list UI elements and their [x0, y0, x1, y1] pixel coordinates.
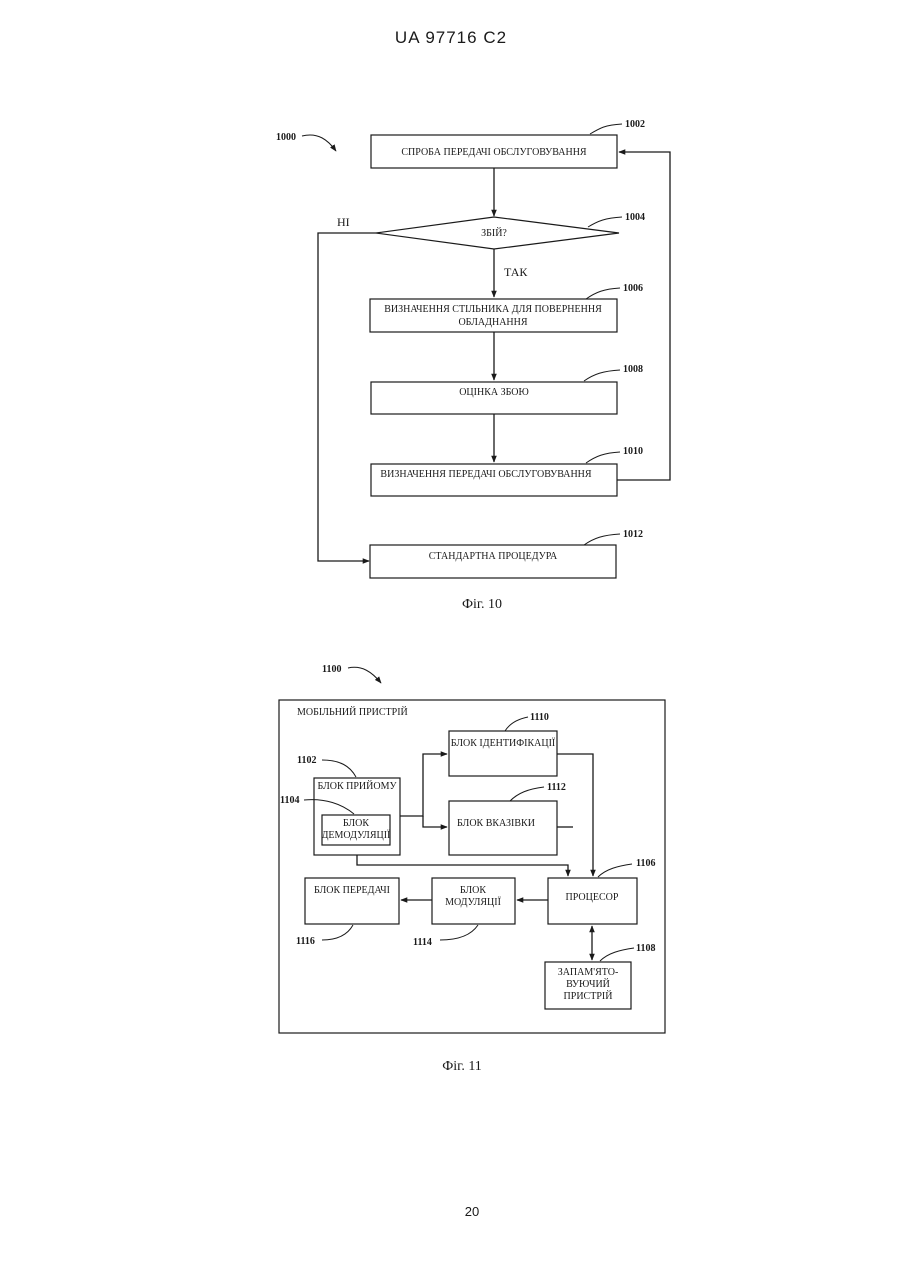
- figure-10-flowchart: 1000 СПРОБА ПЕРЕДАЧІ ОБСЛУГОВУВАННЯ 1002…: [276, 119, 670, 612]
- ref-1006: 1006: [623, 283, 643, 294]
- svg-text:БЛОК ВКАЗІВКИ: БЛОК ВКАЗІВКИ: [457, 818, 535, 829]
- block-modulation: БЛОК МОДУЛЯЦІЇ: [432, 878, 515, 924]
- svg-text:ЗБІЙ?: ЗБІЙ?: [481, 227, 507, 239]
- figure-11-caption: Фіг. 11: [442, 1059, 482, 1074]
- ref-1008: 1008: [623, 364, 643, 375]
- svg-text:ПРОЦЕСОР: ПРОЦЕСОР: [566, 892, 619, 903]
- svg-text:СПРОБА ПЕРЕДАЧІ ОБСЛУГОВУВАННЯ: СПРОБА ПЕРЕДАЧІ ОБСЛУГОВУВАННЯ: [401, 147, 587, 158]
- ref-1112: 1112: [547, 782, 566, 793]
- flow-box-handover-attempt: СПРОБА ПЕРЕДАЧІ ОБСЛУГОВУВАННЯ: [371, 135, 617, 168]
- block-indication: БЛОК ВКАЗІВКИ: [449, 801, 557, 855]
- svg-text:ПРИСТРІЙ: ПРИСТРІЙ: [564, 990, 613, 1002]
- flow-box-handover-determination: ВИЗНАЧЕННЯ ПЕРЕДАЧІ ОБСЛУГОВУВАННЯ: [371, 464, 617, 496]
- flow-box-standard-procedure: СТАНДАРТНА ПРОЦЕДУРА: [370, 545, 616, 578]
- svg-text:БЛОК: БЛОК: [343, 818, 369, 829]
- figure-10-caption: Фіг. 10: [462, 597, 502, 612]
- flow-decision-failure: ЗБІЙ?: [376, 217, 619, 249]
- svg-text:ОБЛАДНАННЯ: ОБЛАДНАННЯ: [458, 317, 527, 328]
- ref-1000: 1000: [276, 132, 296, 143]
- svg-text:МОДУЛЯЦІЇ: МОДУЛЯЦІЇ: [445, 896, 502, 908]
- svg-text:БЛОК ПЕРЕДАЧІ: БЛОК ПЕРЕДАЧІ: [314, 885, 390, 896]
- svg-text:ОЦІНКА ЗБОЮ: ОЦІНКА ЗБОЮ: [459, 387, 529, 398]
- ref-1010: 1010: [623, 446, 643, 457]
- svg-text:ЗАПАМ'ЯТО-: ЗАПАМ'ЯТО-: [558, 967, 619, 978]
- svg-text:БЛОК ІДЕНТИФІКАЦІЇ: БЛОК ІДЕНТИФІКАЦІЇ: [451, 737, 556, 749]
- label-yes: ТАК: [504, 265, 528, 279]
- ref-1100: 1100: [322, 664, 341, 675]
- block-processor: ПРОЦЕСОР: [548, 878, 637, 924]
- ref-1012: 1012: [623, 529, 643, 540]
- flow-box-failure-estimate: ОЦІНКА ЗБОЮ: [371, 382, 617, 414]
- svg-text:ВИЗНАЧЕННЯ СТІЛЬНИКА ДЛЯ ПОВЕР: ВИЗНАЧЕННЯ СТІЛЬНИКА ДЛЯ ПОВЕРНЕННЯ: [384, 304, 602, 315]
- ref-1002: 1002: [625, 119, 645, 130]
- mobile-device-label: МОБІЛЬНИЙ ПРИСТРІЙ: [297, 706, 408, 718]
- svg-text:БЛОК ПРИЙОМУ: БЛОК ПРИЙОМУ: [317, 780, 397, 792]
- ref-1104: 1104: [280, 795, 299, 806]
- ref-1108: 1108: [636, 943, 655, 954]
- flow-box-return-cell: ВИЗНАЧЕННЯ СТІЛЬНИКА ДЛЯ ПОВЕРНЕННЯ ОБЛА…: [370, 299, 617, 332]
- svg-text:ВУЮЧИЙ: ВУЮЧИЙ: [566, 978, 610, 990]
- patent-number: UA 97716 C2: [395, 28, 507, 47]
- label-no: НІ: [337, 215, 350, 229]
- ref-1110: 1110: [530, 712, 549, 723]
- block-demodulation: БЛОК ДЕМОДУЛЯЦІЇ: [322, 815, 391, 845]
- block-transmit: БЛОК ПЕРЕДАЧІ: [305, 878, 399, 924]
- ref-1102: 1102: [297, 755, 316, 766]
- page-number: 20: [465, 1204, 479, 1219]
- svg-text:ВИЗНАЧЕННЯ ПЕРЕДАЧІ ОБСЛУГОВУВ: ВИЗНАЧЕННЯ ПЕРЕДАЧІ ОБСЛУГОВУВАННЯ: [380, 469, 591, 480]
- svg-text:СТАНДАРТНА ПРОЦЕДУРА: СТАНДАРТНА ПРОЦЕДУРА: [429, 551, 558, 562]
- figure-11-block-diagram: 1100 МОБІЛЬНИЙ ПРИСТРІЙ БЛОК ІДЕНТИФІКАЦ…: [279, 664, 665, 1074]
- ref-1106: 1106: [636, 858, 655, 869]
- block-memory: ЗАПАМ'ЯТО- ВУЮЧИЙ ПРИСТРІЙ: [545, 962, 631, 1009]
- svg-text:БЛОК: БЛОК: [460, 885, 486, 896]
- svg-text:ДЕМОДУЛЯЦІЇ: ДЕМОДУЛЯЦІЇ: [322, 829, 391, 841]
- ref-1116: 1116: [296, 936, 315, 947]
- ref-1114: 1114: [413, 937, 432, 948]
- ref-1004: 1004: [625, 212, 645, 223]
- block-identification: БЛОК ІДЕНТИФІКАЦІЇ: [449, 731, 557, 776]
